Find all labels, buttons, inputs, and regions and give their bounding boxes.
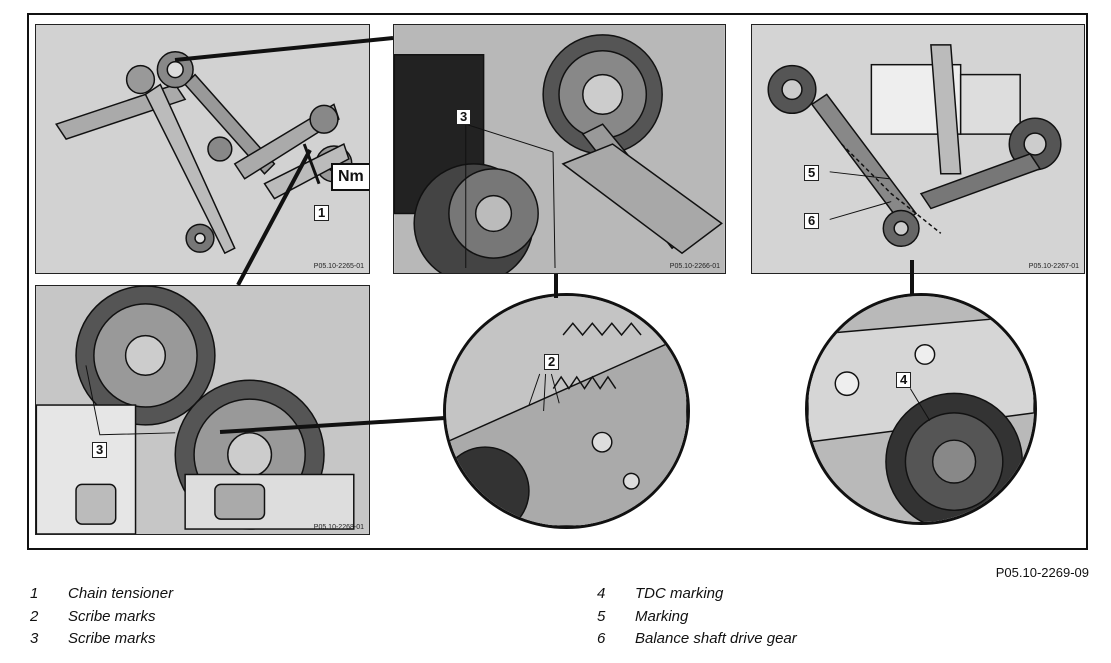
legend-number: 2 bbox=[30, 607, 39, 625]
legend-item: 2 Scribe marks bbox=[30, 608, 173, 631]
legend-text: Marking bbox=[635, 607, 689, 625]
legend-text: Balance shaft drive gear bbox=[635, 630, 797, 647]
legend-text: Scribe marks bbox=[68, 630, 156, 647]
callout-4: 4 bbox=[896, 372, 912, 388]
panel-camshaft-sprocket: 3 P05.10-2266-01 bbox=[393, 24, 726, 274]
legend-text: Scribe marks bbox=[68, 607, 156, 625]
legend-text: TDC marking bbox=[635, 585, 724, 602]
callout-3: 3 bbox=[92, 442, 108, 458]
callout-3: 3 bbox=[456, 109, 472, 125]
legend-item: 1 Chain tensioner bbox=[30, 585, 173, 608]
panel-code: P05.10-2268-01 bbox=[313, 524, 364, 531]
legend-number: 6 bbox=[597, 630, 606, 647]
scribe-marks-detail bbox=[446, 296, 687, 526]
legend-number: 4 bbox=[597, 585, 606, 602]
torque-nm-label: Nm bbox=[331, 163, 369, 191]
panel-code: P05.10-2267-01 bbox=[1028, 263, 1079, 270]
callout-1: 1 bbox=[314, 205, 330, 221]
panel-code: P05.10-2265-01 bbox=[313, 263, 364, 270]
panel-camshaft-overview: Nm 1 P05.10-2265-01 bbox=[35, 24, 370, 274]
panel-code: P05.10-2266-01 bbox=[669, 263, 720, 270]
legend-number: 3 bbox=[30, 630, 39, 647]
legend-text: Chain tensioner bbox=[68, 585, 174, 602]
legend-number: 1 bbox=[30, 585, 39, 602]
figure-id: P05.10-2269-09 bbox=[995, 565, 1089, 580]
legend-item: 3 Scribe marks bbox=[30, 630, 173, 653]
legend-left: 1 Chain tensioner 2 Scribe marks 3 Scrib… bbox=[30, 585, 173, 653]
balance-shaft-illustration bbox=[752, 25, 1084, 273]
camshaft-drive-illustration bbox=[36, 25, 369, 273]
legend-item: 6 Balance shaft drive gear bbox=[597, 630, 797, 653]
sprocket-closeup-illustration bbox=[394, 25, 725, 273]
panel-balance-shaft: 5 6 P05.10-2267-01 bbox=[751, 24, 1085, 274]
tdc-marking-detail bbox=[808, 296, 1034, 522]
callout-6: 6 bbox=[804, 213, 820, 229]
callout-2: 2 bbox=[544, 354, 560, 370]
legend-item: 5 Marking bbox=[597, 608, 797, 631]
callout-5: 5 bbox=[804, 165, 820, 181]
detail-circle-tdc-marking: 4 bbox=[805, 293, 1037, 525]
legend-item: 4 TDC marking bbox=[597, 585, 797, 608]
legend-number: 5 bbox=[597, 607, 606, 625]
panel-camshaft-gears: 3 P05.10-2268-01 bbox=[35, 285, 370, 535]
legend-right: 4 TDC marking 5 Marking 6 Balance shaft … bbox=[597, 585, 797, 653]
camshaft-gears-illustration bbox=[36, 286, 369, 534]
detail-circle-scribe-marks: 2 bbox=[443, 293, 690, 529]
